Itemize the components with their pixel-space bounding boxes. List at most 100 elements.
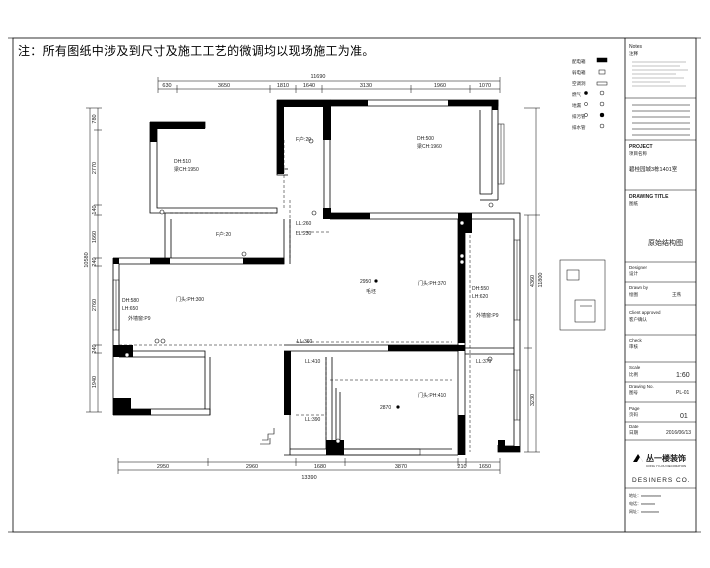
bottom-dimension-lines bbox=[117, 458, 501, 474]
tb-addr-1: 地址：xxxxxxxxxx bbox=[629, 492, 661, 498]
legend: 配电箱 弱电箱 空调洞 燃气 地漏 排污管 排水管 bbox=[572, 57, 608, 131]
room-r11-l3: LL:390 bbox=[305, 417, 321, 423]
room-r2: F户:20 bbox=[296, 136, 311, 143]
tb-drawn-sub: 绘图 bbox=[629, 291, 638, 298]
dim-top-5: 1960 bbox=[434, 83, 446, 89]
dimension-text: 11690 630 3650 1810 1640 3130 1960 1070 … bbox=[84, 74, 544, 481]
dim-bottom-3: 3870 bbox=[395, 464, 407, 470]
tb-page-value: 01 bbox=[680, 413, 688, 420]
room-r9-l1: DH:580 bbox=[122, 298, 139, 304]
drain-pipe-icon bbox=[599, 123, 605, 129]
dim-top-2: 1810 bbox=[277, 83, 289, 89]
legend-item-0: 配电箱 bbox=[572, 58, 586, 65]
room-labels: DH:510 梁CH:1950 F户:20 DH:500 梁CH:1960 F户… bbox=[122, 136, 499, 423]
tb-date-sub: 日期 bbox=[629, 430, 638, 436]
tb-check-sub: 审核 bbox=[629, 343, 638, 350]
pipe-markers bbox=[124, 138, 494, 444]
room-r3-l2: 梁CH:1960 bbox=[417, 143, 442, 150]
dim-left-1: 2770 bbox=[92, 162, 98, 174]
legend-item-3: 燃气 bbox=[572, 91, 581, 98]
tb-company-sub: CONG YI LOU DECORATION bbox=[646, 464, 686, 468]
dim-left-4: 240 bbox=[92, 257, 98, 266]
room-r8-l1: DH:550 bbox=[472, 286, 489, 292]
dim-top-4: 3130 bbox=[360, 83, 372, 89]
room-r10: 外墙窗:P9 bbox=[476, 312, 499, 319]
tb-approved-heading: Client approved bbox=[629, 310, 661, 315]
room-r5-l1: LL:260 bbox=[296, 221, 312, 227]
legend-item-4: 地漏 bbox=[572, 102, 581, 109]
tb-scale-value: 1:60 bbox=[676, 372, 690, 379]
dim-left-6: 240 bbox=[92, 344, 98, 353]
room-r1-l1: DH:510 bbox=[174, 159, 191, 165]
tb-company-en: DESINERS CO. bbox=[632, 477, 691, 484]
legend-item-2: 空调洞 bbox=[572, 80, 586, 87]
tb-addr-2: 电话：xxxxxxx bbox=[629, 500, 655, 506]
tb-date-heading: Date bbox=[629, 424, 639, 429]
room-r11-l1: LL:360 bbox=[297, 339, 313, 345]
tb-scale-sub: 比例 bbox=[629, 371, 638, 378]
dim-bottom-4: 210 bbox=[457, 464, 466, 470]
tb-drawing-title-sub: 图纸 bbox=[629, 200, 638, 207]
room-r1-l2: 梁CH:1950 bbox=[174, 166, 199, 173]
beam-lines bbox=[119, 140, 471, 452]
tb-drawing-no-sub: 图号 bbox=[629, 390, 638, 396]
dim-right-total: 11800 bbox=[538, 273, 544, 288]
tb-approved-sub: 客户确认 bbox=[629, 316, 647, 323]
dim-top-0: 630 bbox=[162, 83, 171, 89]
tb-drawing-title-heading: DRAWING TITLE bbox=[629, 194, 669, 200]
structural-columns bbox=[113, 100, 520, 455]
entrance-stairs-icon bbox=[260, 428, 275, 445]
dim-right-0: 4360 bbox=[530, 275, 536, 287]
dim-left-0: 780 bbox=[92, 114, 98, 123]
room-r9-l4: 外墙窗:P9 bbox=[128, 315, 151, 322]
tb-drawing-title: 原始结构图 bbox=[648, 238, 683, 247]
room-r6-l2: 毛坯 bbox=[366, 288, 376, 295]
room-r5-l2: LL:230 bbox=[296, 231, 312, 237]
dim-left-5: 2760 bbox=[92, 299, 98, 311]
dim-bottom-total: 13390 bbox=[301, 475, 316, 481]
tb-company-cn: 丛一楼装饰 bbox=[646, 453, 686, 463]
tb-notes-heading: Notes bbox=[629, 44, 643, 50]
tb-designer-heading: Designer bbox=[629, 265, 648, 270]
dim-left-3: 1660 bbox=[92, 231, 98, 243]
tb-scale-heading: Scale bbox=[629, 365, 641, 370]
tb-check-heading: Check bbox=[629, 338, 643, 343]
tb-project-heading: PROJECT bbox=[629, 144, 653, 150]
tb-drawn-heading: Drawn by bbox=[629, 285, 649, 290]
dim-left-7: 1940 bbox=[92, 376, 98, 388]
dim-top-total: 11690 bbox=[311, 74, 326, 80]
legend-item-1: 弱电箱 bbox=[572, 69, 586, 76]
legend-dot-icon-3 bbox=[584, 113, 588, 117]
dim-left-2: 140 bbox=[92, 205, 98, 214]
company-logo bbox=[633, 454, 643, 462]
ceiling-height-markers bbox=[374, 279, 400, 409]
dim-top-1: 3650 bbox=[218, 83, 230, 89]
tb-drawn-value: 王燕 bbox=[672, 291, 681, 298]
legend-item-6: 排水管 bbox=[572, 124, 586, 131]
room-r6-l1: 2950 bbox=[360, 279, 371, 285]
room-r12-l2: 门头:PH:410 bbox=[418, 392, 446, 399]
tb-notes-sub: 注释 bbox=[629, 50, 638, 57]
drawing-note: 注：所有图纸中涉及到尺寸及施工工艺的微调均以现场施工为准。 bbox=[18, 44, 375, 58]
tb-drawing-no-value: PL-01 bbox=[676, 390, 690, 396]
detail-box bbox=[559, 259, 606, 331]
sewage-pipe-icon bbox=[599, 112, 605, 118]
tb-notes-lines bbox=[632, 61, 688, 87]
room-r9-l2: LH:650 bbox=[122, 306, 138, 312]
dim-right-1: 3230 bbox=[530, 394, 536, 406]
tb-project-sub: 项目名称 bbox=[629, 150, 647, 157]
room-r9-l3: 门头:PH:300 bbox=[176, 296, 204, 303]
floor-drain-icon bbox=[599, 101, 605, 107]
sheet-frame bbox=[12, 37, 697, 533]
legend-dot-icon-2 bbox=[584, 102, 588, 106]
tb-drawing-no-heading: Drawing No. bbox=[629, 384, 654, 389]
distribution-box-icon bbox=[596, 57, 608, 63]
tb-date-value: 2016/06/13 bbox=[666, 430, 691, 436]
dim-bottom-0: 2950 bbox=[157, 464, 169, 470]
top-dimension-lines bbox=[157, 77, 501, 93]
dim-top-6: 1070 bbox=[479, 83, 491, 89]
tb-project-name: 碧桂园城3栋1401室 bbox=[629, 165, 678, 173]
tb-addr-3: 网址：xxxxxxxxx bbox=[629, 508, 659, 514]
tb-page-sub: 页码 bbox=[629, 411, 638, 418]
room-r12-l1: 2870 bbox=[380, 405, 391, 411]
